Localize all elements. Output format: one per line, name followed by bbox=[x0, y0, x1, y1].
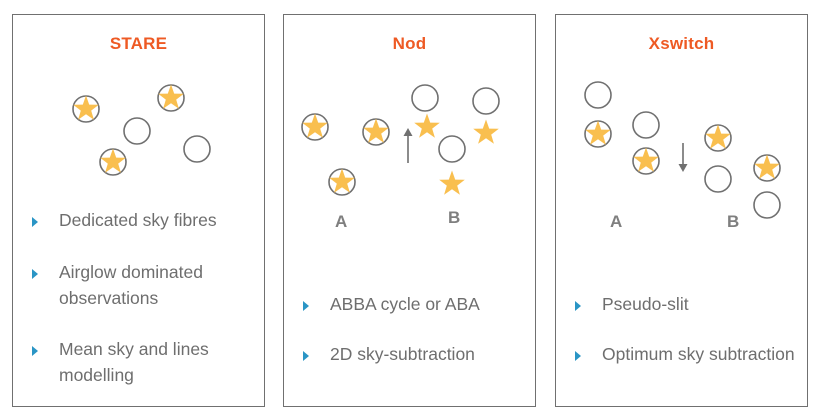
bullet-triangle-icon bbox=[303, 351, 309, 361]
star-icon bbox=[100, 148, 126, 173]
position-label-b: B bbox=[727, 212, 740, 231]
bullet-triangle-icon bbox=[303, 301, 309, 311]
star-icon bbox=[414, 113, 440, 138]
sky-fibre-circle bbox=[183, 135, 211, 163]
sky-fibre-circle bbox=[584, 81, 612, 109]
xswitch-panel: Xswitch A B Pseudo-slit bbox=[555, 14, 808, 407]
sky-fibre-circle bbox=[411, 84, 439, 112]
switch-down-arrow-icon bbox=[678, 143, 688, 172]
fibre-with-star bbox=[584, 120, 612, 148]
bullet-triangle-icon bbox=[32, 217, 38, 227]
nod-panel: Nod A B ABBA cycle or ABA bbox=[283, 14, 536, 407]
stare-fibre-diagram bbox=[72, 84, 211, 176]
bullet-triangle-icon bbox=[32, 346, 38, 356]
star-icon bbox=[158, 84, 184, 109]
sky-fibre-circle bbox=[438, 135, 466, 163]
nod-up-arrow-icon bbox=[403, 128, 413, 163]
fibre-with-star bbox=[362, 118, 390, 146]
star-icon bbox=[473, 119, 499, 144]
position-label-a: A bbox=[335, 212, 348, 231]
star-icon bbox=[705, 124, 731, 149]
panel-title: STARE bbox=[109, 34, 168, 53]
fibre-with-star bbox=[632, 147, 660, 175]
bullet-triangle-icon bbox=[32, 269, 38, 279]
position-label-a: A bbox=[610, 212, 623, 231]
fibre-with-star bbox=[99, 148, 127, 176]
sky-fibre-circle bbox=[704, 165, 732, 193]
star-icon bbox=[585, 120, 611, 145]
fibre-with-star bbox=[328, 168, 356, 196]
star-icon bbox=[363, 118, 389, 143]
star-icon bbox=[73, 95, 99, 120]
panel-title: Nod bbox=[392, 34, 427, 53]
fibre-with-star bbox=[301, 113, 329, 141]
fibre-with-star bbox=[72, 95, 100, 123]
sky-fibre-circle bbox=[753, 191, 781, 219]
fibre-with-star bbox=[753, 154, 781, 182]
nod-fibre-diagram bbox=[301, 84, 500, 196]
position-label-b: B bbox=[448, 208, 461, 227]
star-icon bbox=[302, 113, 328, 138]
sky-fibre-circle bbox=[472, 87, 500, 115]
sky-fibre-circle bbox=[123, 117, 151, 145]
bullet-triangle-icon bbox=[575, 351, 581, 361]
sky-fibre-circle bbox=[632, 111, 660, 139]
star-icon bbox=[633, 147, 659, 172]
fibre-with-star bbox=[157, 84, 185, 112]
star-icon bbox=[754, 154, 780, 179]
fibre-with-star bbox=[704, 124, 732, 152]
star-icon bbox=[329, 168, 355, 193]
xswitch-fibre-diagram bbox=[584, 81, 781, 219]
star-icon bbox=[439, 170, 465, 195]
stare-panel: STARE Dedicated sky fibres Airglow domin… bbox=[12, 14, 265, 407]
bullet-triangle-icon bbox=[575, 301, 581, 311]
panel-title: Xswitch bbox=[648, 34, 715, 53]
